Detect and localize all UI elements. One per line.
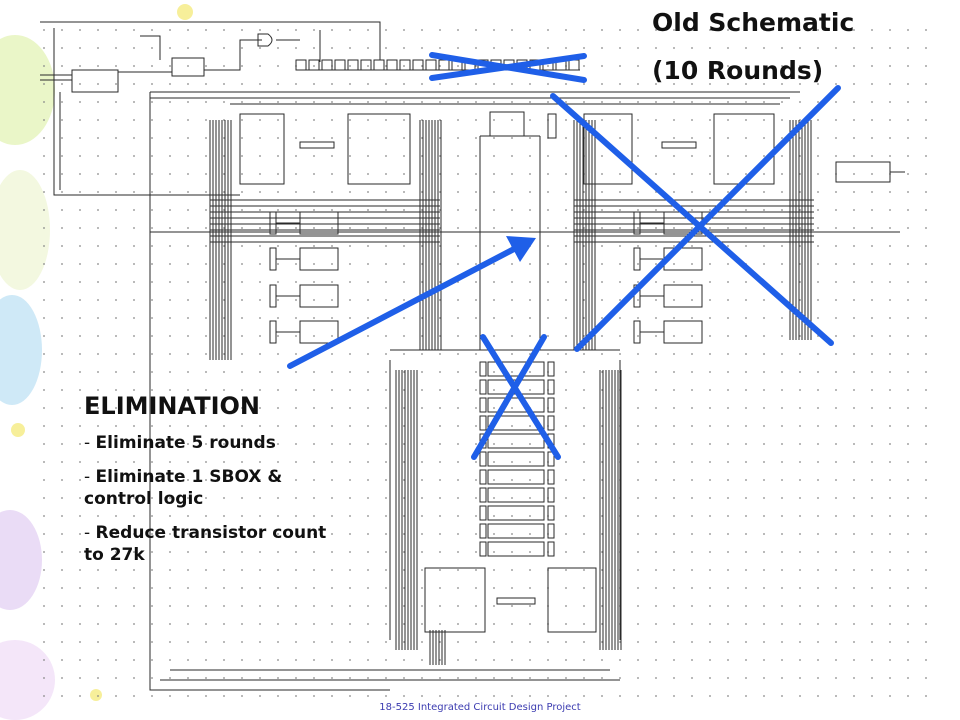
elimination-heading: ELIMINATION xyxy=(84,392,261,420)
list-item: - Eliminate 1 SBOX & control logic xyxy=(84,467,283,509)
list-item-text: Eliminate 5 rounds xyxy=(95,433,276,453)
cross-center-stroke-b xyxy=(471,334,547,460)
list-item: - Reduce transistor count to 27k xyxy=(84,523,327,565)
arrow-shaft xyxy=(287,245,519,369)
title-line-2: (10 Rounds) xyxy=(652,56,824,85)
arrow-head xyxy=(506,236,536,262)
cross-right-stroke-a xyxy=(550,93,834,346)
cross-top-stroke-b xyxy=(429,53,587,81)
elimination-list: - Eliminate 5 rounds - Eliminate 1 SBOX … xyxy=(84,432,334,578)
list-item: - Eliminate 5 rounds xyxy=(84,433,276,453)
list-item-text: Reduce transistor count to 27k xyxy=(84,523,327,565)
footer: 18-525 Integrated Circuit Design Project xyxy=(379,702,581,713)
cross-right-stroke-b xyxy=(574,85,841,352)
title-line-1: Old Schematic xyxy=(652,8,855,37)
cross-center-stroke-a xyxy=(480,334,561,460)
list-item-text: Eliminate 1 SBOX & control logic xyxy=(84,467,283,509)
